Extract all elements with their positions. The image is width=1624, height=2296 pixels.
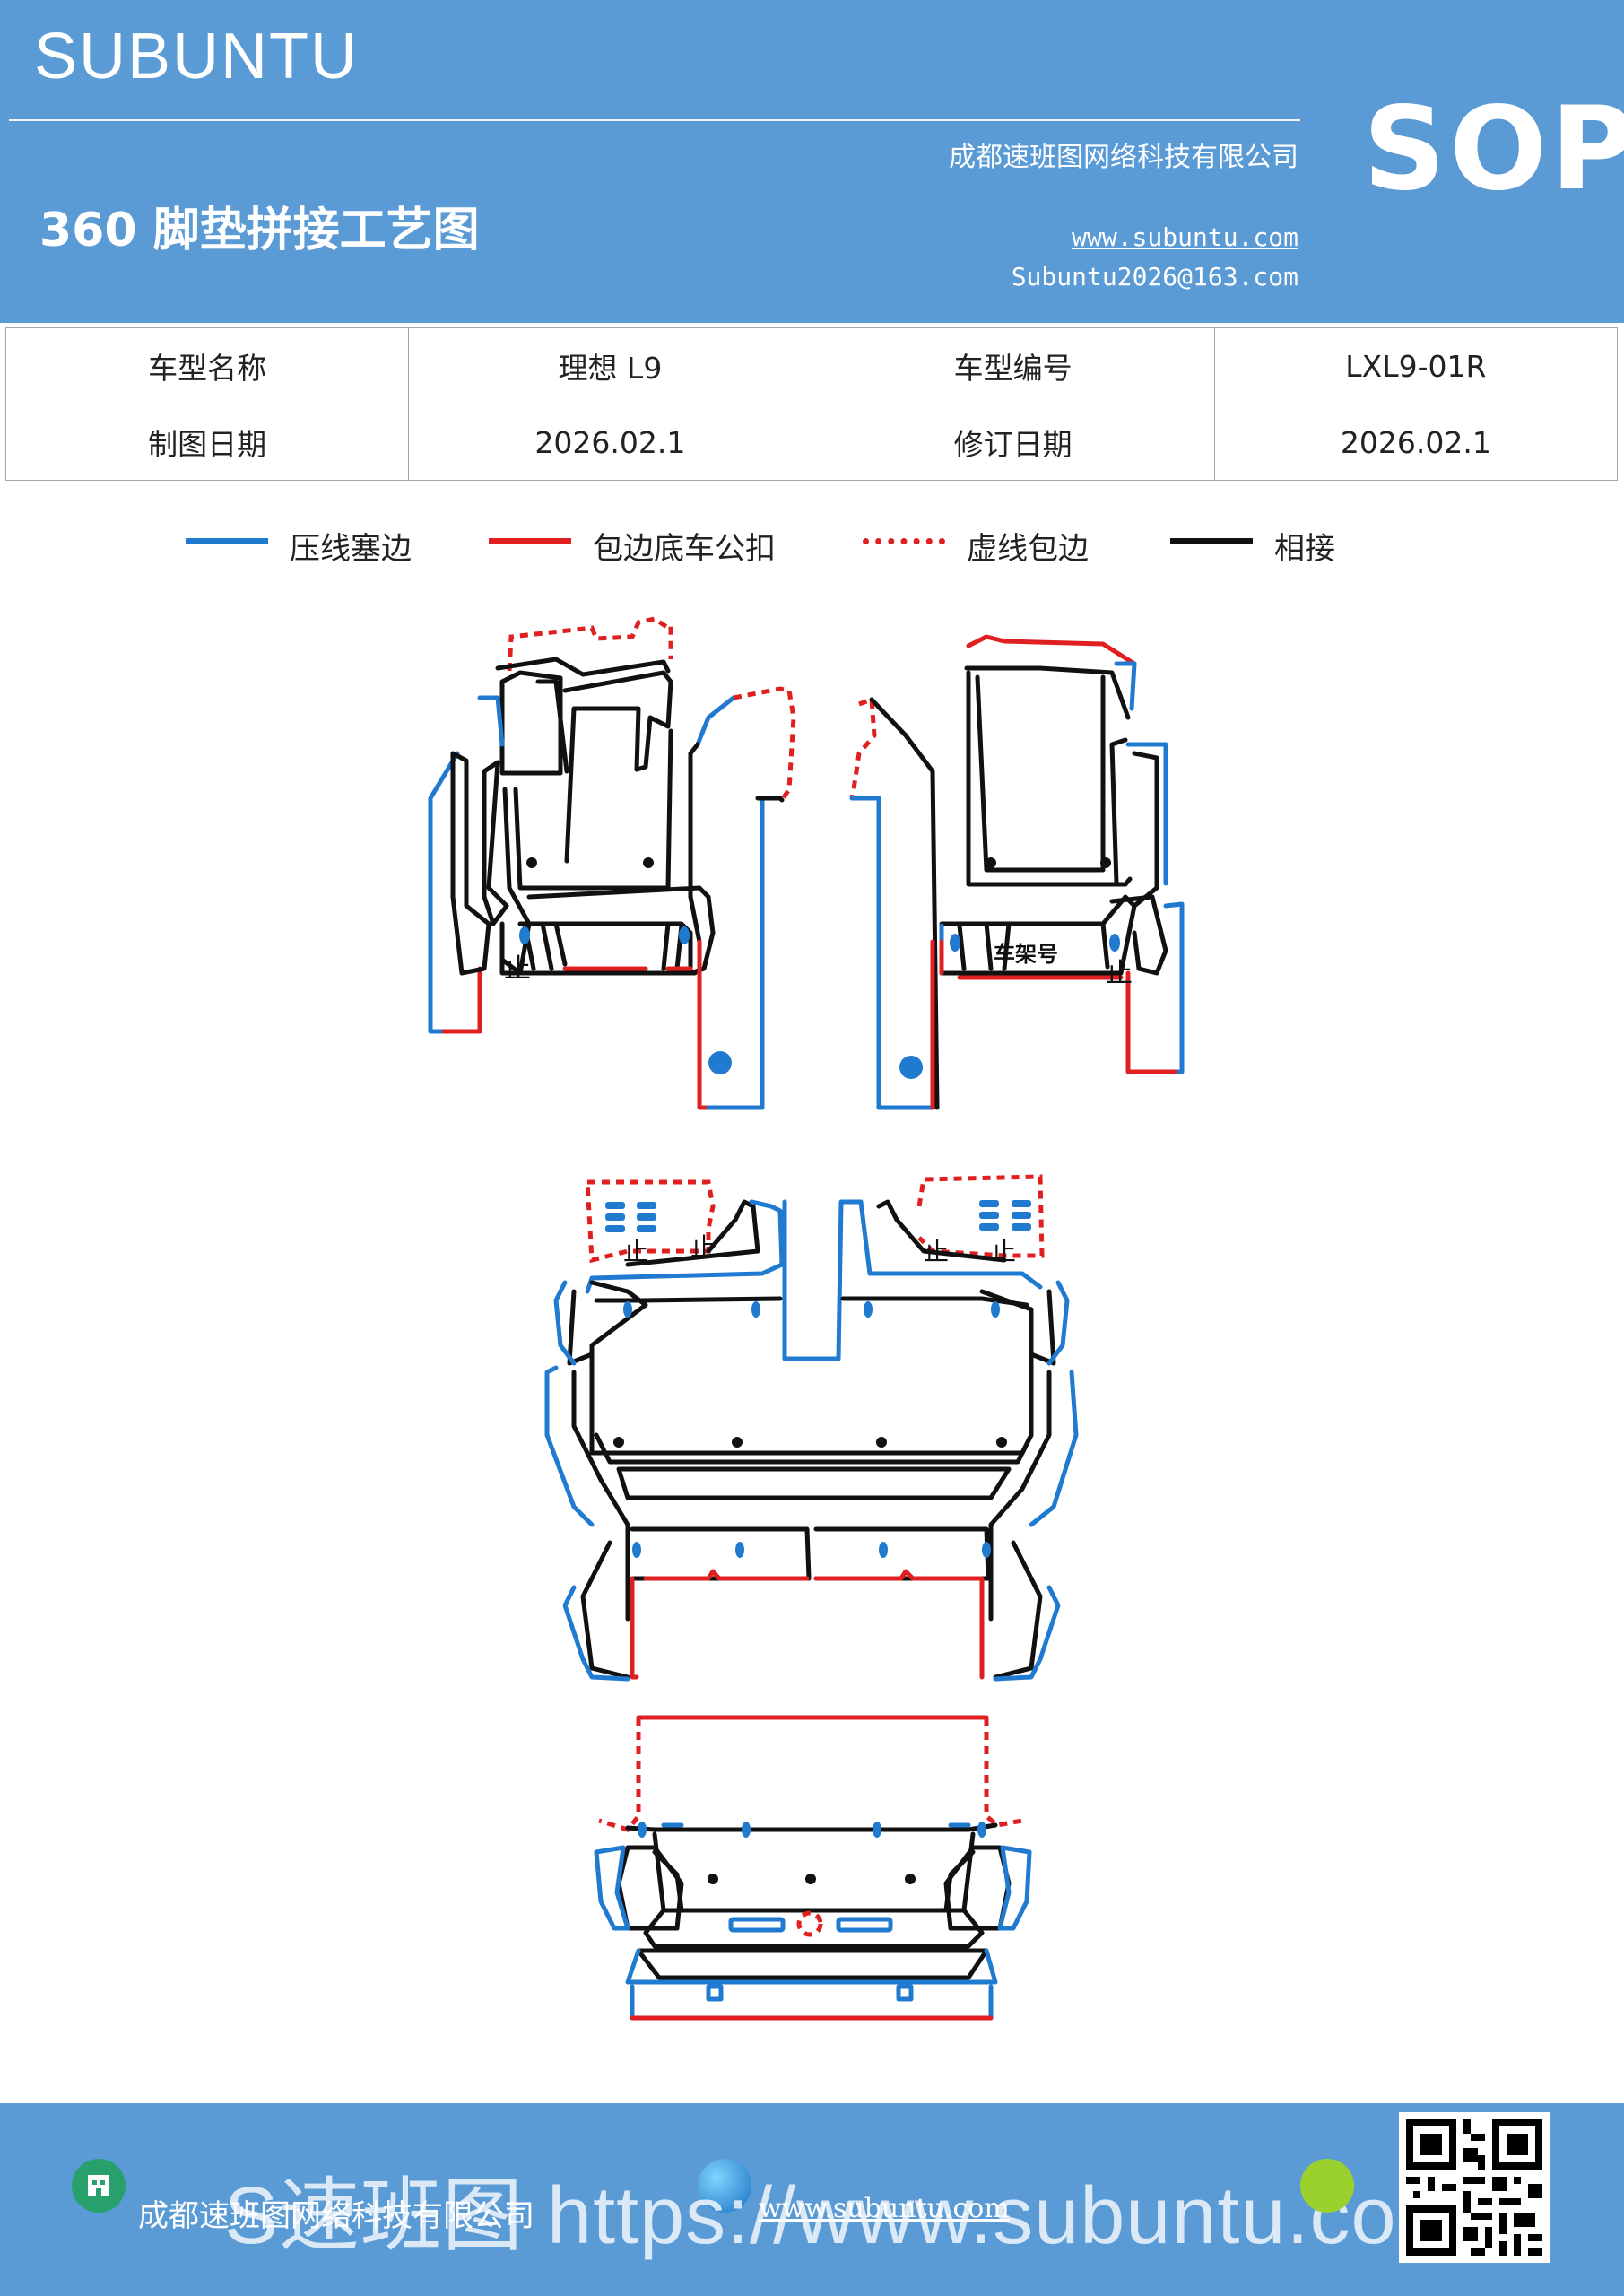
wechat-icon[interactable]	[1300, 2159, 1354, 2213]
email-address[interactable]: Subuntu2026@163.com	[1011, 262, 1298, 291]
legend-swatch	[186, 538, 268, 544]
table-cell: 2026.02.1	[408, 404, 812, 481]
legend-swatch	[489, 538, 571, 544]
footer-website-link[interactable]: www.subuntu.com	[759, 2193, 1010, 2224]
footer-company-name: 成都速班图网络科技有限公司	[138, 2198, 534, 2234]
table-cell: 理想 L9	[408, 327, 812, 404]
stop-mark: 止	[504, 953, 531, 985]
stop-mark: 止	[1106, 958, 1133, 989]
floor-mat-diagram: .b{fill:none;stroke:#1f7ad0;stroke-width…	[428, 616, 1185, 2021]
legend-label: 包边底车公扣	[593, 531, 776, 567]
footer-watermark: S速班图 https://www.subuntu.com	[224, 2171, 1465, 2261]
website-link[interactable]: www.subuntu.com	[1072, 222, 1298, 252]
line-legend: 压线塞边 包边底车公扣 虚线包边 相接	[0, 525, 1624, 578]
table-cell: LXL9-01R	[1213, 327, 1619, 404]
third-row-mat	[594, 1715, 1032, 2021]
qr-code[interactable]	[1399, 2112, 1550, 2263]
front-right-mat: 车架号 止	[939, 634, 1185, 1074]
vin-label: 车架号	[994, 942, 1058, 967]
page-header: SUBUNTU 360 脚垫拼接工艺图 成都速班图网络科技有限公司 www.su…	[0, 0, 1624, 323]
building-icon	[72, 2159, 126, 2213]
front-left-side-strip	[688, 686, 796, 1110]
vehicle-info-table: 车型名称 理想 L9 车型编号 LXL9-01R 制图日期 2026.02.1 …	[4, 327, 1619, 481]
table-cell: 车型编号	[811, 327, 1215, 404]
table-row: 车型名称 理想 L9 车型编号 LXL9-01R	[4, 327, 1619, 404]
document-title: 360 脚垫拼接工艺图	[39, 204, 480, 257]
legend-swatch	[863, 538, 945, 544]
legend-swatch	[1170, 538, 1253, 544]
stop-mark: 止	[991, 1237, 1016, 1266]
globe-icon	[698, 2159, 751, 2213]
company-name: 成都速班图网络科技有限公司	[949, 142, 1298, 173]
stop-mark: 止	[924, 1237, 949, 1266]
table-cell: 2026.02.1	[1213, 404, 1619, 481]
stop-mark: 止	[623, 1237, 648, 1266]
page-footer: 成都速班图网络科技有限公司 www.subuntu.com S速班图 https…	[0, 2103, 1624, 2296]
table-cell: 车型名称	[4, 327, 410, 404]
front-right-side-strip	[849, 696, 940, 1110]
legend-label: 虚线包边	[967, 531, 1089, 567]
stop-mark: 止	[690, 1232, 716, 1262]
front-left-mat: 止	[428, 616, 716, 1034]
second-row-mat: 止 止 止 止	[544, 1174, 1079, 1682]
table-cell: 制图日期	[4, 404, 410, 481]
sop-badge: SOP	[1363, 83, 1624, 216]
table-cell: 修订日期	[811, 404, 1215, 481]
header-divider	[9, 119, 1300, 121]
table-row: 制图日期 2026.02.1 修订日期 2026.02.1	[4, 404, 1619, 481]
legend-label: 压线塞边	[290, 531, 412, 567]
legend-label: 相接	[1274, 531, 1335, 567]
brand-logo: SUBUNTU	[34, 21, 360, 92]
